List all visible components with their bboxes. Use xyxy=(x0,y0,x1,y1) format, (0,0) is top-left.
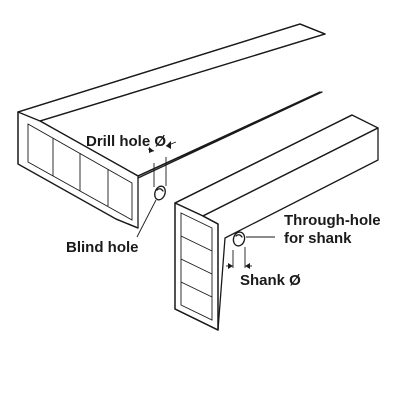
drill-hole-dimension xyxy=(147,141,177,187)
label-through-hole-line2: for shank xyxy=(284,230,352,247)
label-through-hole-line1: Through-hole xyxy=(284,212,381,229)
blind-hole-leader xyxy=(136,199,157,238)
back-panel-core xyxy=(27,123,133,221)
label-blind-hole: Blind hole xyxy=(66,239,139,256)
back-panel-end-face xyxy=(17,111,139,229)
label-shank: Shank Ø xyxy=(240,272,301,289)
shank-dimension xyxy=(226,247,252,269)
back-panel xyxy=(17,23,326,229)
front-panel xyxy=(174,114,379,331)
label-drill-hole: Drill hole Ø xyxy=(86,133,166,150)
blind-hole xyxy=(154,185,166,201)
through-hole xyxy=(232,231,246,247)
front-panel-core xyxy=(180,212,213,321)
